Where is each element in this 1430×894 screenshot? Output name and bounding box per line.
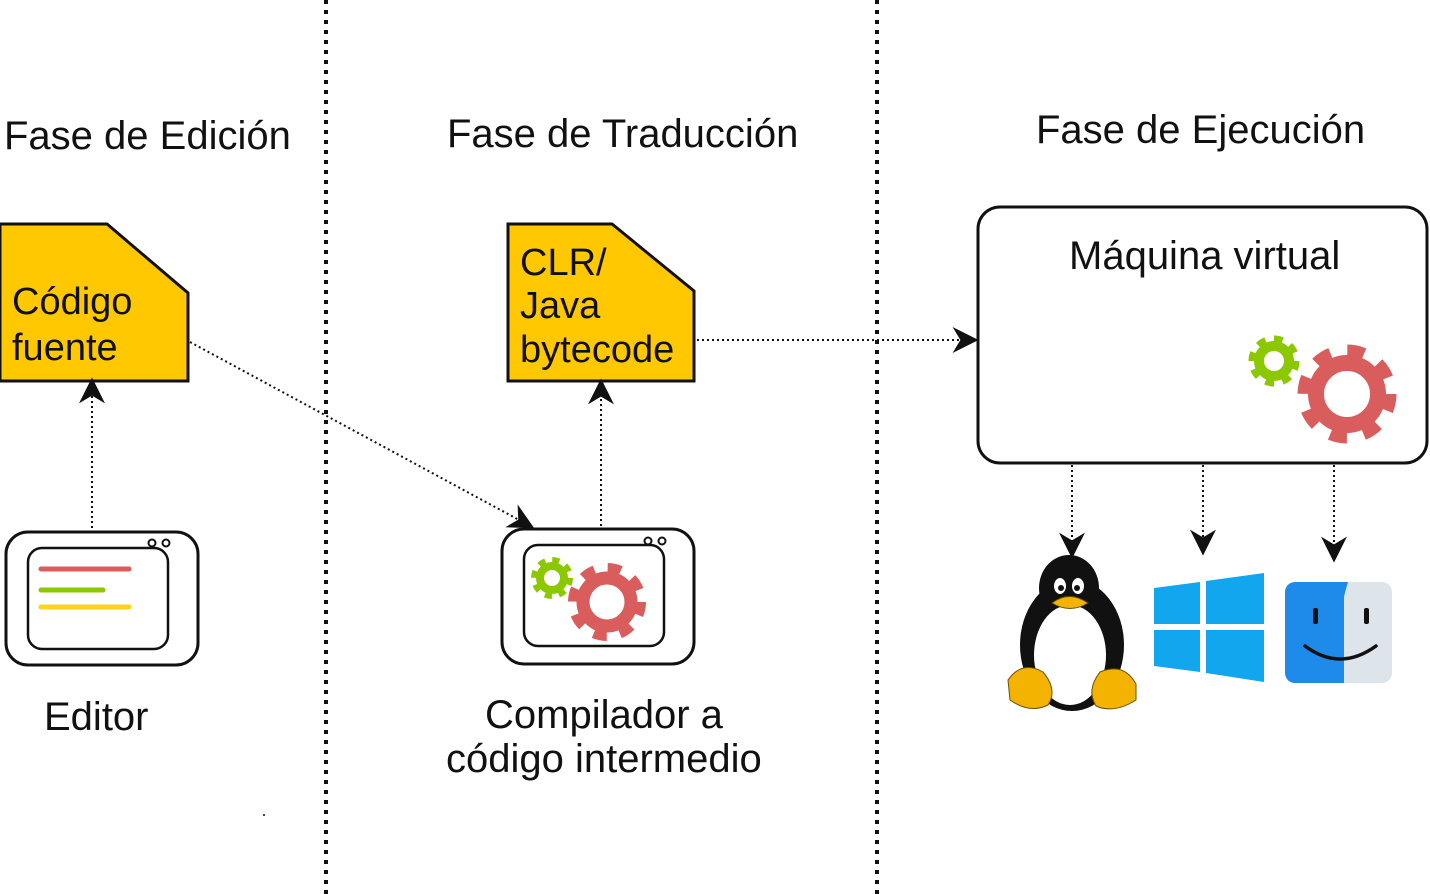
compiler-label-line1: Compilador a: [485, 693, 724, 737]
source-doc-line2: fuente: [12, 327, 118, 369]
phase-edition-title: Fase de Edición: [4, 114, 291, 158]
source-doc-line1: Código: [12, 281, 132, 323]
phase-translation-title: Fase de Traducción: [447, 112, 798, 156]
vm-large-gear-icon: [1297, 344, 1397, 444]
stray-dot: [263, 814, 265, 816]
phase-execution-title: Fase de Ejecución: [1036, 108, 1365, 152]
linux-icon: [1007, 555, 1137, 711]
bytecode-doc-line3: bytecode: [520, 329, 674, 371]
compiler-small-gear-icon: [531, 557, 573, 599]
virtual-machine-box: [976, 205, 1429, 465]
editor-label: Editor: [44, 695, 149, 739]
bytecode-doc-line2: Java: [520, 285, 601, 327]
editor-window: [4, 530, 200, 667]
arrow-source-to-compiler: [189, 341, 535, 529]
bytecode-document: CLR/ Java bytecode: [506, 222, 696, 383]
compiler-window: [500, 527, 696, 666]
bytecode-doc-line1: CLR/: [520, 242, 607, 284]
vm-title: Máquina virtual: [1069, 234, 1340, 278]
macos-finder-icon: [1285, 582, 1392, 683]
windows-icon: [1154, 573, 1264, 682]
compiler-large-gear-icon: [568, 563, 646, 641]
vm-small-gear-icon: [1248, 335, 1300, 387]
source-code-document: Código fuente: [0, 222, 190, 383]
compiler-label-line2: código intermedio: [446, 737, 762, 781]
